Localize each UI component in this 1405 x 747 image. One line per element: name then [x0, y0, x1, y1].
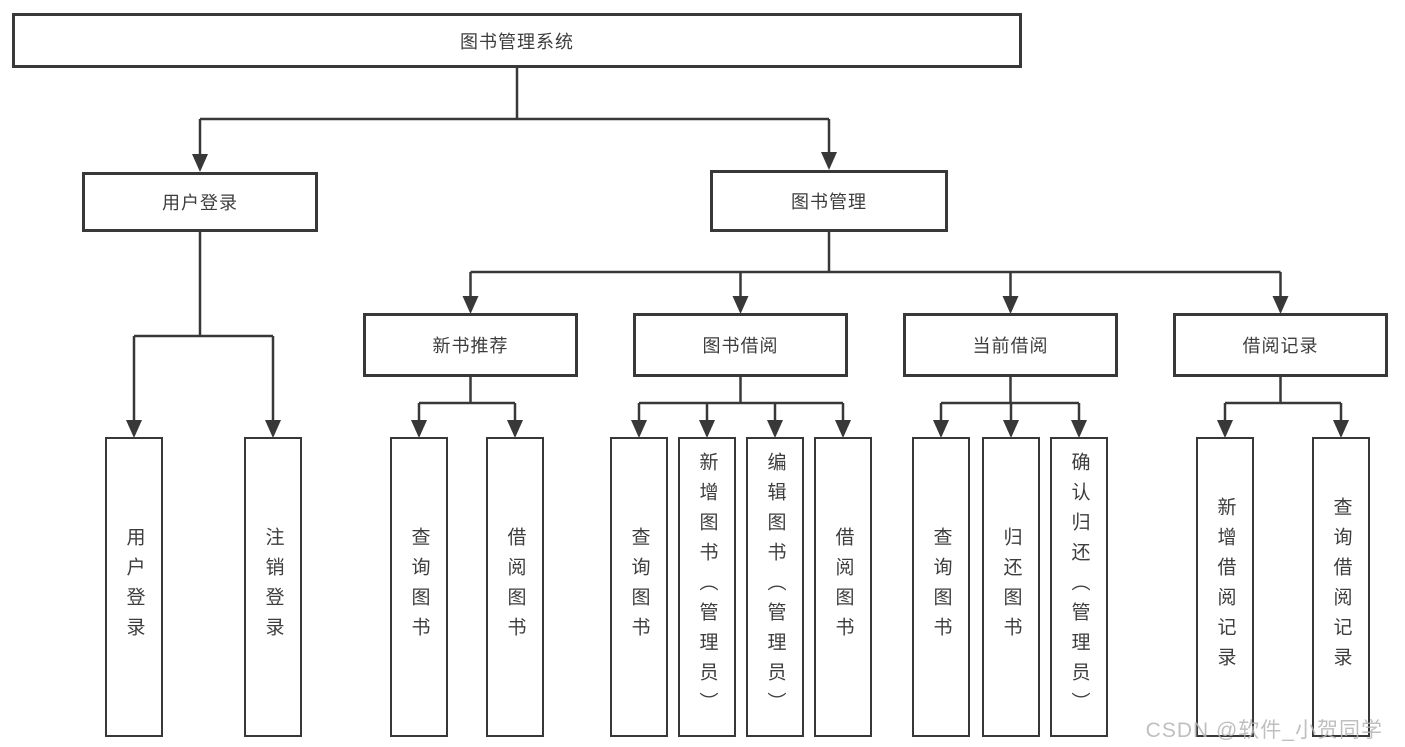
arrowhead	[767, 420, 783, 438]
node-current-borrow: 当前借阅	[903, 313, 1118, 377]
node-add-borrow-record: 新增借阅记录	[1196, 437, 1254, 737]
arrowhead	[265, 420, 281, 438]
node-label: 图书管理系统	[460, 31, 574, 52]
arrowhead	[192, 154, 208, 172]
node-label: 注销登录	[262, 527, 284, 647]
arrowhead	[1003, 420, 1019, 438]
node-label: 编辑图书（管理员）	[764, 452, 786, 722]
arrowhead	[126, 420, 142, 438]
node-label: 借阅记录	[1242, 336, 1319, 356]
node-label: 图书借阅	[702, 336, 779, 356]
arrowhead	[462, 296, 479, 314]
arrowhead	[507, 420, 523, 438]
node-borrow-records: 借阅记录	[1173, 313, 1388, 377]
node-user-login-action: 用户登录	[105, 437, 163, 737]
arrowhead	[1272, 296, 1289, 314]
arrowhead	[1002, 296, 1019, 314]
node-borrow-books-recommend: 借阅图书	[486, 437, 544, 737]
node-label: 新书推荐	[432, 336, 509, 356]
node-confirm-return-admin: 确认归还（管理员）	[1050, 437, 1108, 737]
node-query-books-current: 查询图书	[912, 437, 970, 737]
node-label: 确认归还（管理员）	[1068, 452, 1090, 722]
node-library-system: 图书管理系统	[12, 13, 1022, 68]
node-label: 查询图书	[628, 527, 650, 647]
arrowhead	[732, 296, 749, 314]
node-query-books-recommend: 查询图书	[390, 437, 448, 737]
node-label: 新增图书（管理员）	[696, 452, 718, 722]
arrowhead	[835, 420, 851, 438]
arrowhead	[1333, 420, 1349, 438]
node-label: 借阅图书	[504, 527, 526, 647]
node-label: 用户登录	[123, 527, 145, 647]
node-label: 图书管理	[791, 192, 867, 212]
arrowhead	[933, 420, 949, 438]
arrowhead	[411, 420, 427, 438]
arrowhead	[631, 420, 647, 438]
arrowhead	[821, 152, 837, 170]
node-label: 查询图书	[930, 527, 952, 647]
node-query-borrow-record: 查询借阅记录	[1312, 437, 1370, 737]
arrowhead	[1071, 420, 1087, 438]
node-query-books-borrow: 查询图书	[610, 437, 668, 737]
csdn-watermark: CSDN @软件_小贺同学	[1145, 719, 1383, 742]
node-label: 归还图书	[1000, 527, 1022, 647]
node-return-books: 归还图书	[982, 437, 1040, 737]
arrowhead	[1217, 420, 1233, 438]
node-logout-action: 注销登录	[244, 437, 302, 737]
node-book-management-group: 图书管理	[710, 170, 948, 232]
node-borrow-books-action: 借阅图书	[814, 437, 872, 737]
node-edit-book-admin: 编辑图书（管理员）	[746, 437, 804, 737]
node-label: 新增借阅记录	[1214, 497, 1236, 677]
node-add-book-admin: 新增图书（管理员）	[678, 437, 736, 737]
node-label: 用户登录	[162, 193, 238, 213]
node-book-borrow: 图书借阅	[633, 313, 848, 377]
node-label: 查询图书	[408, 527, 430, 647]
node-user-login-group: 用户登录	[82, 172, 318, 232]
node-label: 查询借阅记录	[1330, 497, 1352, 677]
node-label: 当前借阅	[972, 336, 1049, 356]
node-new-book-recommend: 新书推荐	[363, 313, 578, 377]
arrowhead	[699, 420, 715, 438]
node-label: 借阅图书	[832, 527, 854, 647]
